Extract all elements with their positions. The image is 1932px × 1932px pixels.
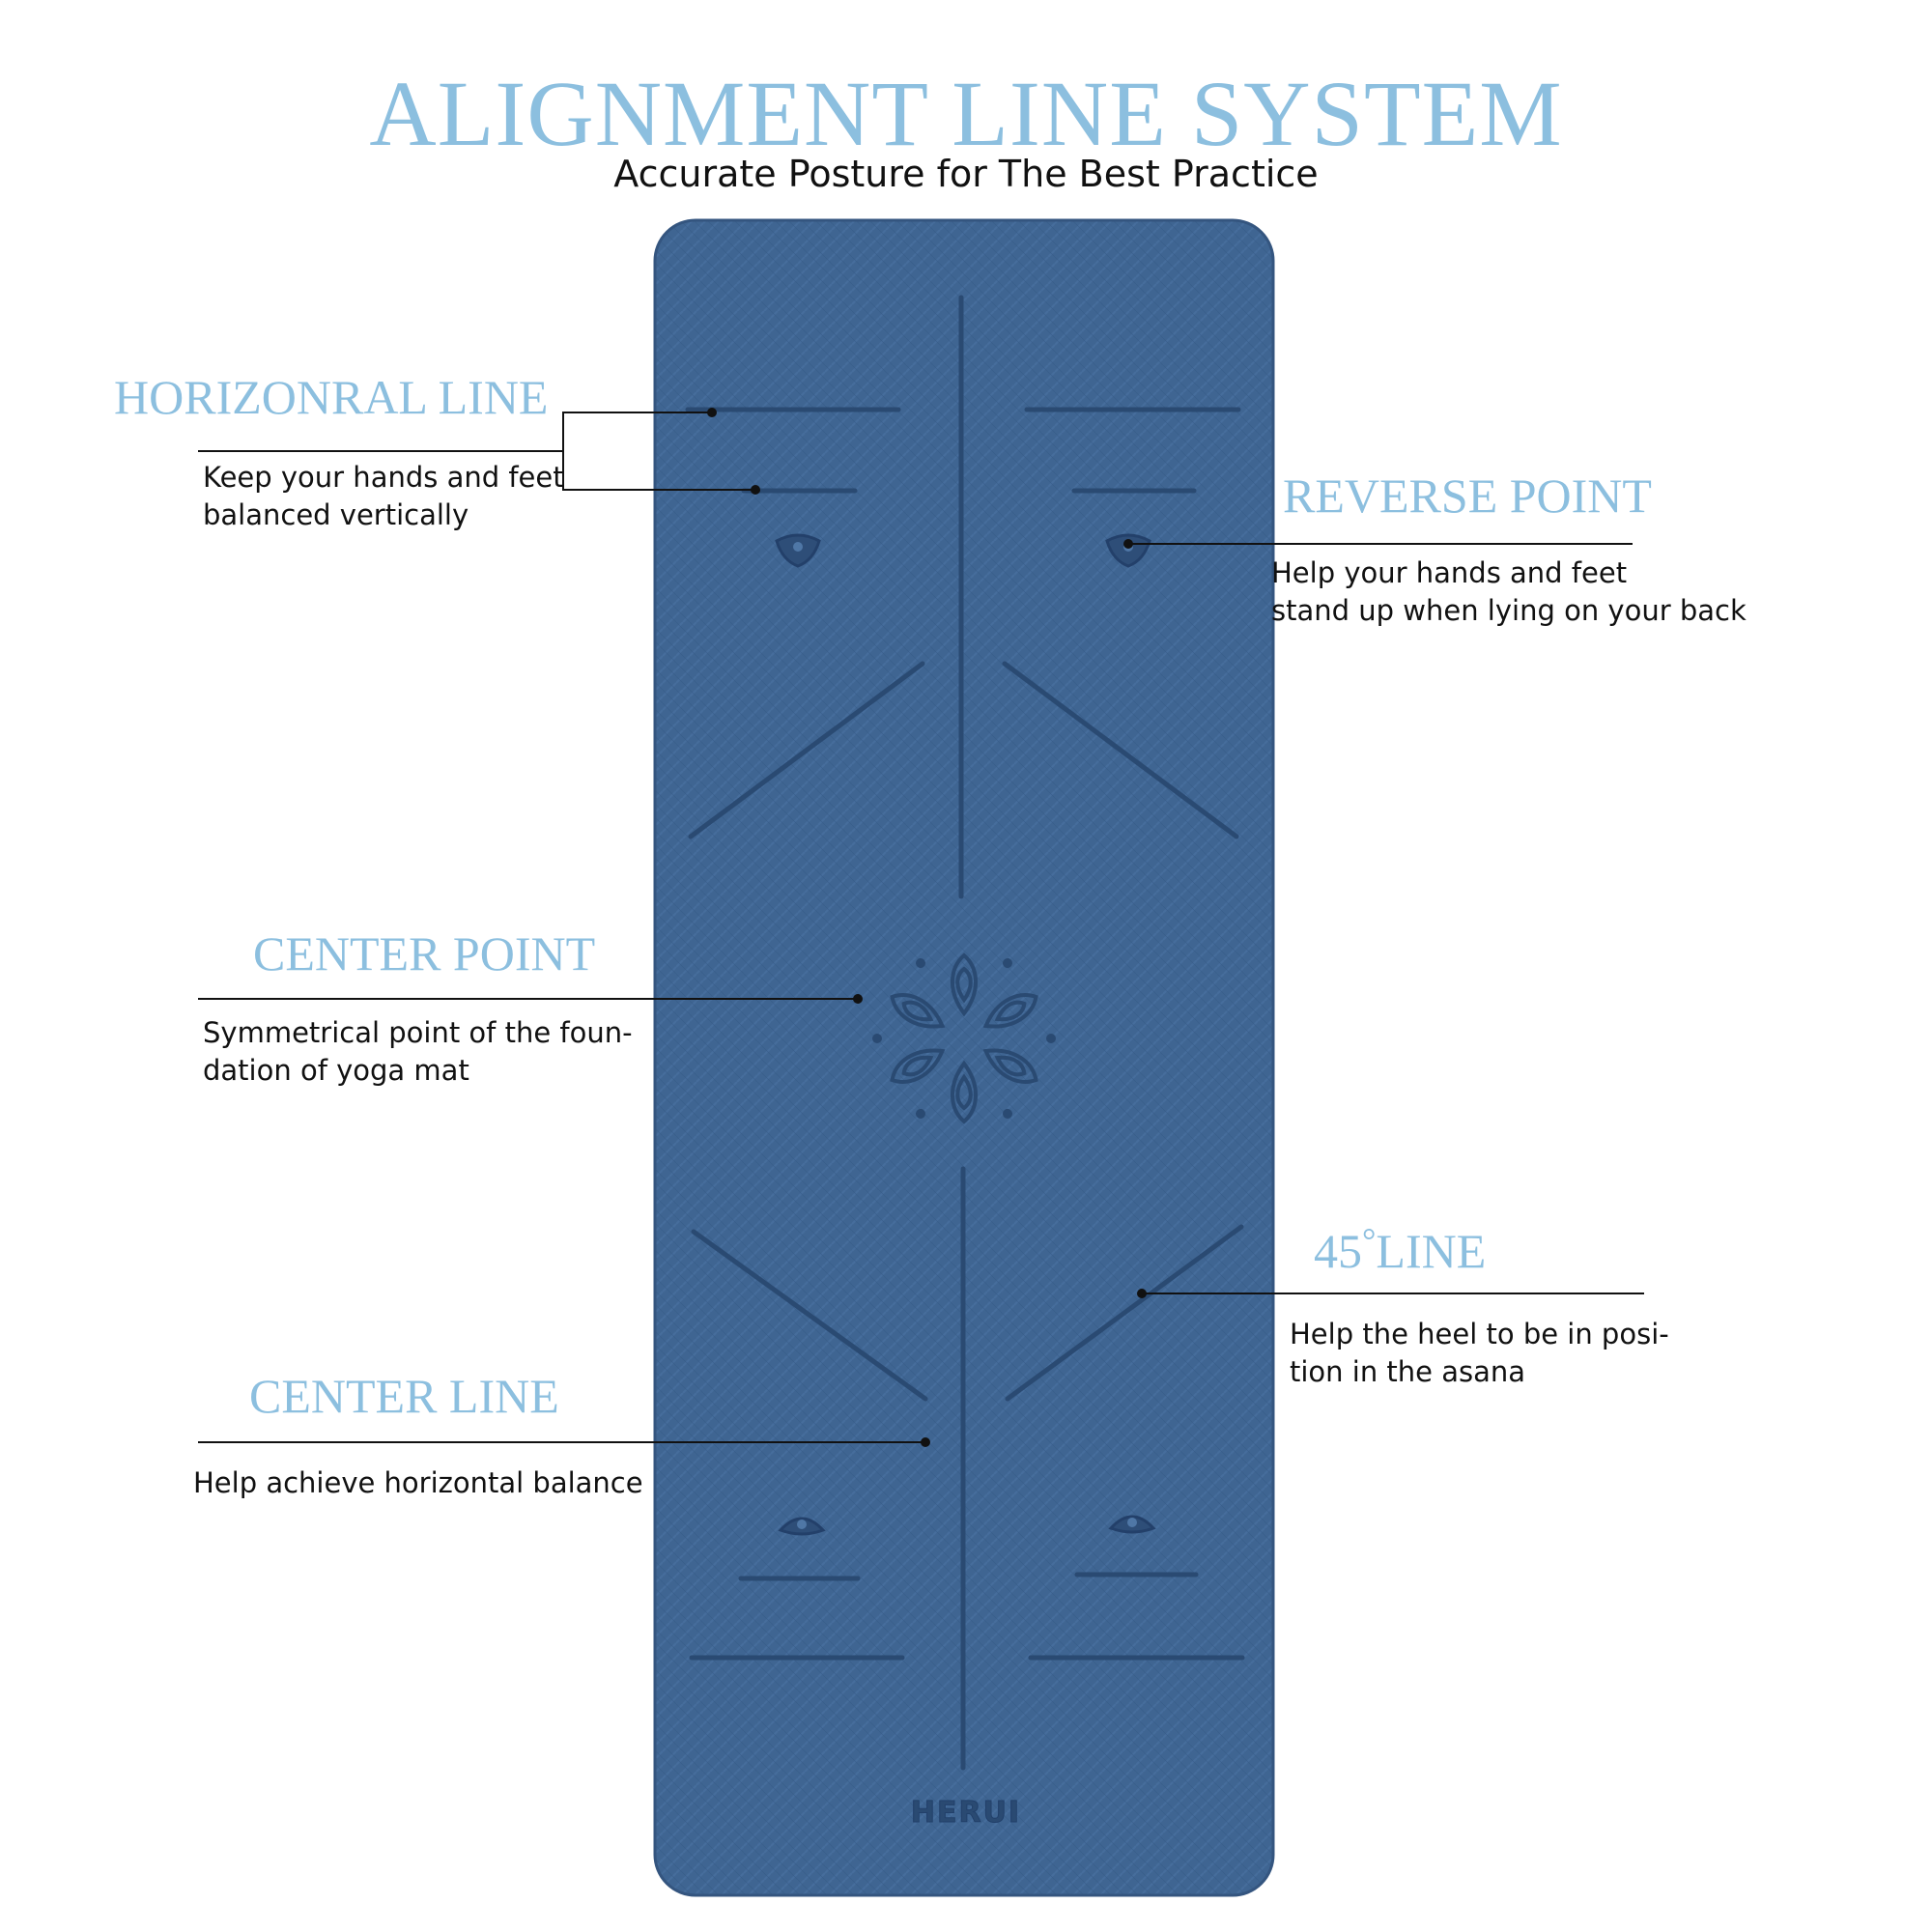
degree-line-heading-number: 45 bbox=[1314, 1224, 1362, 1278]
page-title: ALIGNMENT LINE SYSTEM bbox=[369, 62, 1563, 165]
degree-line-heading: 45°LINE bbox=[1314, 1221, 1487, 1279]
center-point-heading: CENTER POINT bbox=[253, 926, 596, 980]
diagonal-line-bottom-left bbox=[691, 1229, 928, 1402]
reverse-point-description: Help your hands and feet stand up when l… bbox=[1271, 556, 1747, 627]
reverse-point-heading: REVERSE POINT bbox=[1283, 469, 1652, 523]
center-point-description: Symmetrical point of the foun- dation of… bbox=[203, 1016, 633, 1087]
horizontal-line-description: Keep your hands and feet balanced vertic… bbox=[203, 461, 564, 531]
degree-line-heading-word: LINE bbox=[1376, 1224, 1487, 1278]
diagonal-line-top-right bbox=[1002, 661, 1239, 839]
degree-line-description: Help the heel to be in posi- tion in the… bbox=[1290, 1318, 1669, 1388]
brand-logo: HERUI bbox=[911, 1796, 1021, 1830]
leader-horizontal-line bbox=[198, 412, 712, 452]
yoga-mat bbox=[653, 218, 1275, 1897]
center-line-heading: CENTER LINE bbox=[249, 1369, 559, 1423]
page-subtitle: Accurate Posture for The Best Practice bbox=[613, 153, 1319, 195]
center-line-description: Help achieve horizontal balance bbox=[193, 1466, 643, 1499]
diagonal-line-top-left bbox=[688, 661, 925, 839]
center-lotus bbox=[872, 952, 1056, 1124]
horizontal-line-heading: HORIZONRAL LINE bbox=[114, 370, 549, 424]
degree-symbol: ° bbox=[1362, 1221, 1377, 1260]
diagonal-line-bottom-right bbox=[1005, 1224, 1244, 1402]
